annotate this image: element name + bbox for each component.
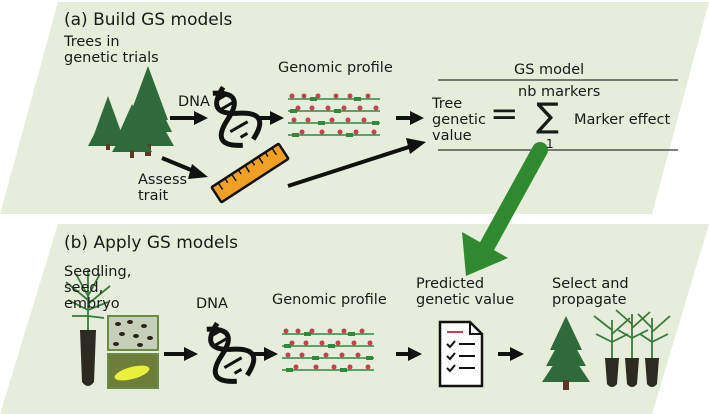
document-checklist-icon <box>438 320 484 388</box>
genomic-profile-graphic-b <box>281 328 375 372</box>
dna-icon <box>212 85 263 148</box>
gs-model-label: GS model <box>514 62 585 78</box>
arrow-trees-to-dna <box>170 111 208 125</box>
panel-b-background <box>0 224 709 414</box>
panel-a-title: (a) Build GS models <box>64 10 233 30</box>
panel-b-title: (b) Apply GS models <box>64 233 239 253</box>
tree-genetic-value-label: Tree genetic value <box>432 96 486 144</box>
trees-icon <box>88 66 174 158</box>
assess-trait-label: Assess trait <box>138 172 188 204</box>
arrow-dna-to-genomic <box>258 111 284 125</box>
arrow-genomic-to-model <box>396 111 424 125</box>
arrow-dna-to-genomic-b <box>252 347 278 361</box>
genomic-profile-graphic <box>287 93 381 137</box>
genomic-profile-label-b: Genomic profile <box>272 292 387 308</box>
selected-tree-icon <box>542 316 590 390</box>
arrow-trait-to-model <box>287 138 426 188</box>
arrow-seedling-to-dna <box>164 347 198 361</box>
dna-icon-b <box>206 321 257 384</box>
sum-lower-limit: 1 <box>546 137 554 151</box>
embryo-photo <box>107 353 159 389</box>
trees-label: Trees in genetic trials <box>64 34 159 66</box>
sum-symbol: ∑ <box>536 96 559 136</box>
arrow-model-to-prediction <box>462 142 548 276</box>
predicted-genetic-value-label: Predicted genetic value <box>416 276 515 308</box>
equals-sign: = <box>490 94 519 134</box>
select-propagate-label: Select and propagate <box>552 276 629 308</box>
seeds-photo <box>107 315 159 351</box>
seedling-label: Seedling, seed, embryo <box>64 264 132 312</box>
marker-effect-label: Marker effect <box>574 112 671 128</box>
seedling-icon <box>65 270 111 386</box>
ruler-icon <box>210 142 290 204</box>
genomic-profile-label-a: Genomic profile <box>278 60 393 76</box>
sum-upper-limit: nb markers <box>518 84 601 100</box>
arrow-genomic-to-document <box>396 347 422 361</box>
arrow-trees-to-assess <box>161 156 208 179</box>
arrow-document-to-select <box>498 347 524 361</box>
dna-label-b: DNA <box>196 296 228 312</box>
propagated-seedlings-icon <box>593 309 671 387</box>
dna-label-a: DNA <box>178 94 210 110</box>
